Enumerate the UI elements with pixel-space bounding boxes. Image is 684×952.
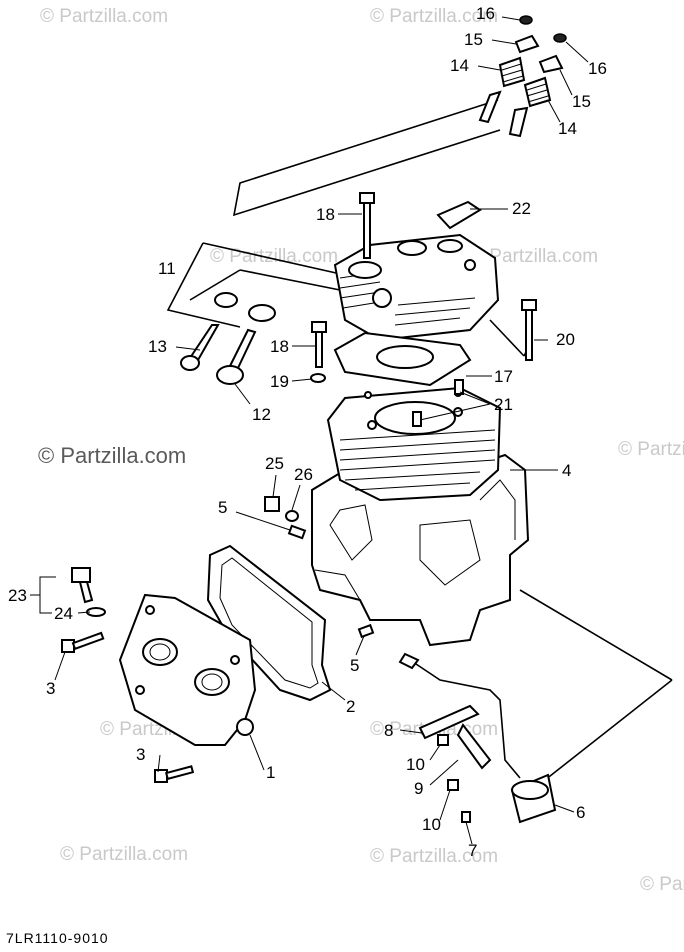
callout-12: 12 [252, 405, 271, 424]
cylinder-block [311, 386, 530, 647]
callout-2: 2 [346, 697, 355, 716]
callout-18: 18 [316, 205, 335, 224]
callout-25: 25 [265, 454, 284, 473]
watermark-layer: © Partzilla.com © Partzilla.com © Partzi… [38, 6, 684, 895]
callout-17: 17 [494, 367, 513, 386]
watermark: © Partzilla.com [618, 439, 684, 460]
callout-14: 14 [558, 119, 577, 138]
callout-15: 15 [464, 30, 483, 49]
valve-spring-set [478, 15, 567, 138]
callout-13: 13 [148, 337, 167, 356]
callout-16: 16 [476, 4, 495, 23]
crankcase-gasket [206, 544, 332, 702]
callout-15: 15 [572, 92, 591, 111]
callout-10: 10 [422, 815, 441, 834]
callout-21: 21 [494, 395, 513, 414]
callout-16: 16 [588, 59, 607, 78]
main-watermark: © Partzilla.com [38, 443, 186, 468]
callout-10: 10 [406, 755, 425, 774]
dowel-pins [287, 379, 464, 639]
callout-23: 23 [8, 586, 27, 605]
head-bolts [310, 192, 537, 383]
head-gasket [333, 331, 472, 387]
watermark: © Partzilla.com [640, 874, 684, 895]
watermark: © Partzilla.com [60, 844, 188, 865]
rocker-cover-plate [436, 200, 482, 230]
crankcase-cover [118, 593, 257, 746]
valves [180, 292, 276, 385]
watermark: © Partzilla.com [370, 6, 498, 27]
callout-5: 5 [218, 498, 227, 517]
diagram-code: 7LR1110-9010 [6, 930, 109, 946]
reference-lines [166, 99, 673, 781]
watermark: © Partzilla.com [40, 6, 168, 27]
callout-18: 18 [270, 337, 289, 356]
callout-22: 22 [512, 199, 531, 218]
callout-8: 8 [384, 721, 393, 740]
callout-3: 3 [136, 745, 145, 764]
callout-20: 20 [556, 330, 575, 349]
callout-5: 5 [350, 656, 359, 675]
callout-1: 1 [266, 763, 275, 782]
callout-9: 9 [414, 779, 423, 798]
watermark: © Partzilla.com [370, 846, 498, 867]
oil-filler-cap [71, 567, 106, 617]
leader-lines [30, 16, 589, 845]
callout-26: 26 [294, 465, 313, 484]
cylinder-head [333, 233, 500, 342]
oil-level-switch [398, 652, 557, 824]
callout-19: 19 [270, 372, 289, 391]
cover-bolts [61, 631, 195, 783]
callouts: 16 15 14 16 15 14 18 22 11 20 13 18 17 1… [8, 4, 607, 860]
watermark: © Partzilla.com [470, 246, 598, 267]
callout-14: 14 [450, 56, 469, 75]
callout-7: 7 [468, 841, 477, 860]
callout-24: 24 [54, 604, 73, 623]
callout-11: 11 [158, 259, 176, 278]
callout-4: 4 [562, 461, 571, 480]
callout-3: 3 [46, 679, 55, 698]
nipple-fitting [264, 496, 299, 522]
callout-6: 6 [576, 803, 585, 822]
